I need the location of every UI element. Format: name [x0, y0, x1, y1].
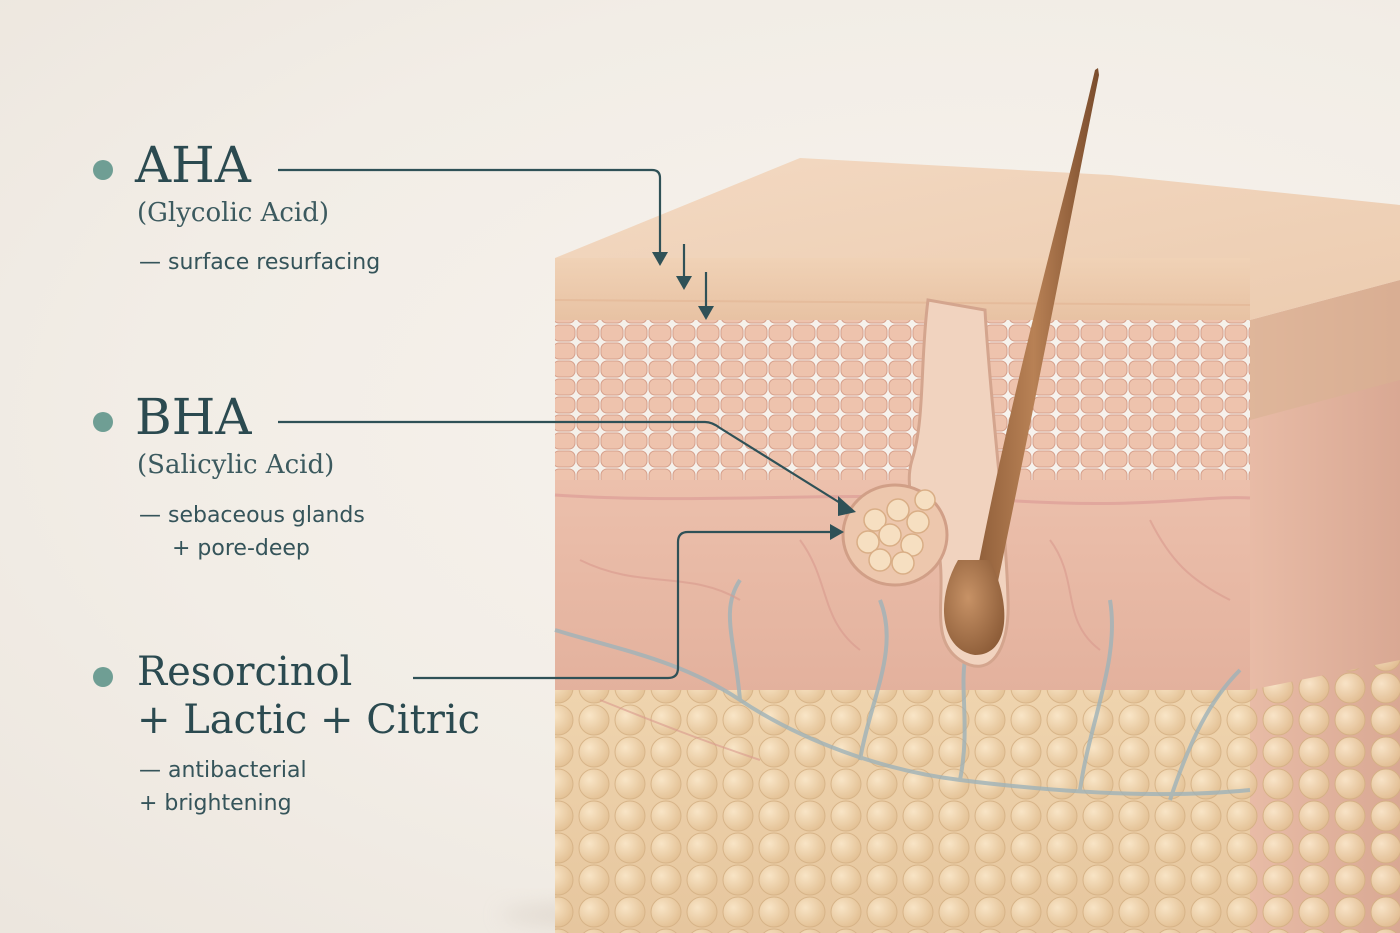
resorcinol-description-line1: — antibacterial — [139, 758, 307, 783]
resorcinol-title-line2: + Lactic + Citric — [137, 697, 481, 743]
resorcinol-description-line2: + brightening — [139, 791, 292, 816]
aha-description: — surface resurfacing — [139, 250, 381, 275]
aha-leader-line — [278, 168, 662, 258]
aha-title: AHA — [135, 136, 251, 194]
bha-description-line2: + pore-deep — [172, 536, 310, 561]
bha-bullet-icon — [93, 412, 113, 432]
leader-lines — [278, 168, 846, 680]
resorcinol-title-line1: Resorcinol — [137, 649, 353, 695]
bha-leader-line — [278, 420, 846, 507]
arrowheads — [652, 252, 856, 540]
epidermis-layer — [555, 258, 1250, 320]
bha-title: BHA — [135, 388, 252, 446]
resorcinol-bullet-icon — [93, 667, 113, 687]
right-face-epidermis — [1250, 280, 1400, 420]
aha-bullet-icon — [93, 160, 113, 180]
cell-layer — [555, 320, 1250, 480]
hair-bulb — [943, 560, 1005, 655]
bha-description-line1: — sebaceous glands — [139, 503, 365, 528]
right-face-fat — [1250, 660, 1400, 933]
resorcinol-leader-line — [413, 530, 832, 680]
bha-subtitle: (Salicylic Acid) — [137, 450, 335, 480]
aha-subtitle: (Glycolic Acid) — [137, 198, 330, 228]
blood-vessels — [554, 578, 1251, 801]
hair-shaft — [968, 68, 1099, 620]
